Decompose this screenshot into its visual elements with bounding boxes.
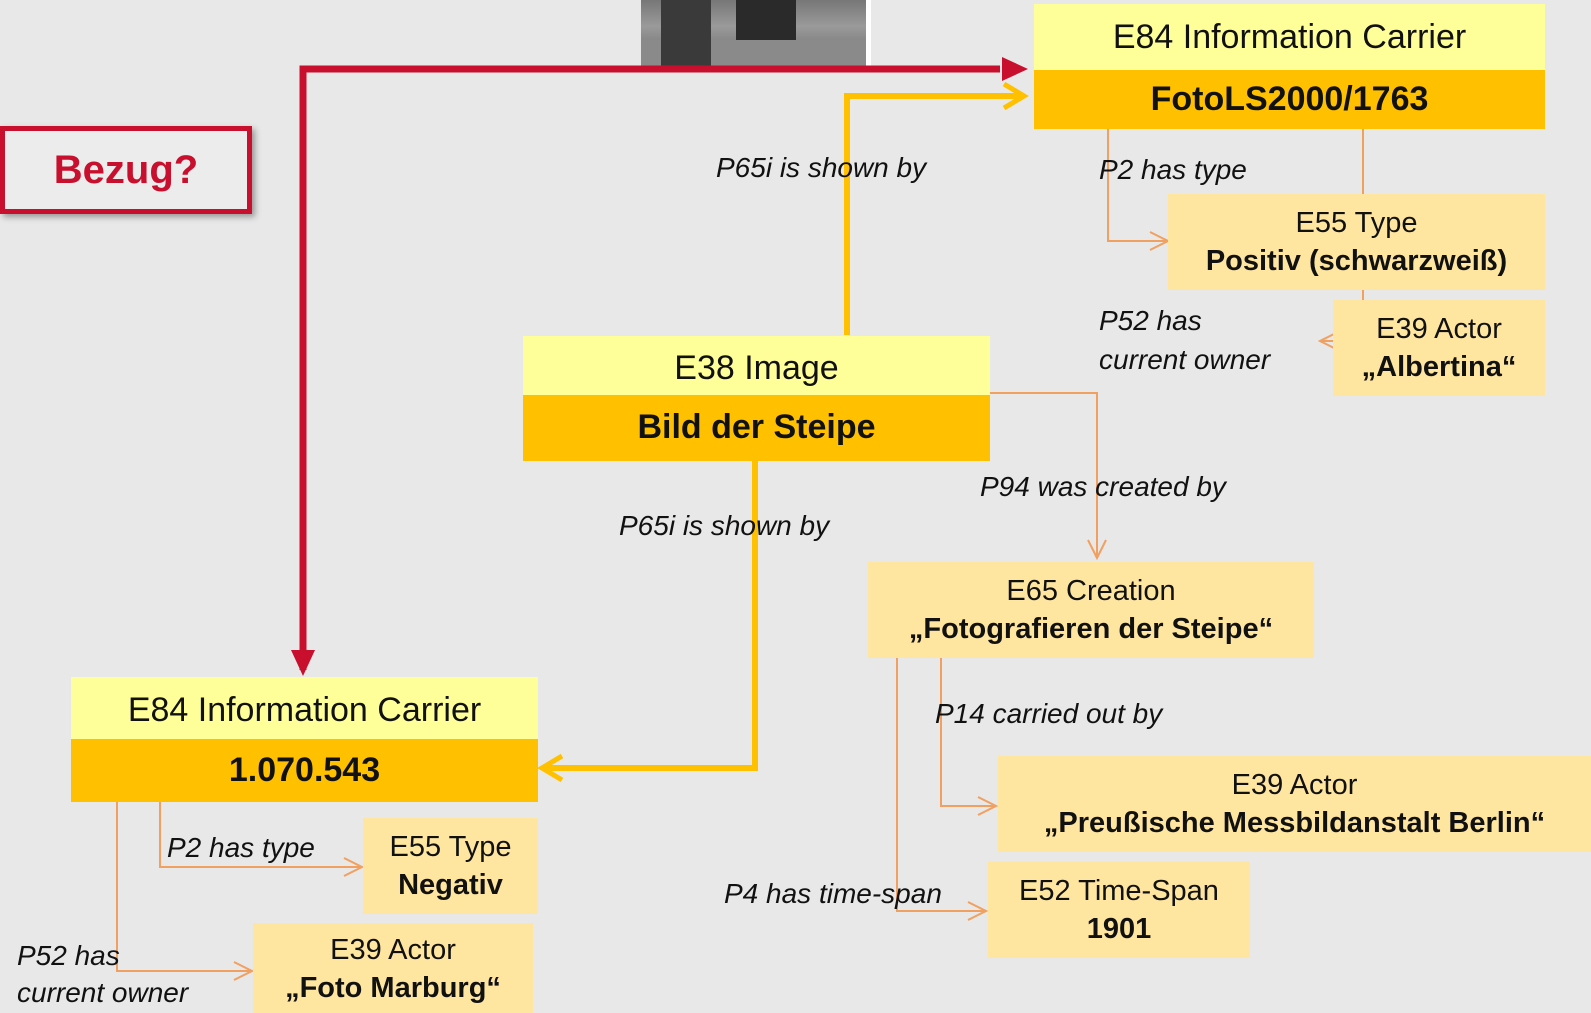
- p65i-top-line: [844, 93, 1020, 335]
- bottom-type-class: E55 Type: [389, 831, 512, 863]
- creation-value: „Fotografieren der Steipe“: [908, 613, 1274, 645]
- top-actor-node: E39 Actor „Albertina“: [1333, 300, 1545, 396]
- prop-p4: P4 has time-span: [724, 878, 942, 909]
- p65i-bottom-line: [545, 460, 758, 771]
- image-value: Bild der Steipe: [523, 395, 990, 461]
- prop-p14: P14 carried out by: [935, 698, 1163, 729]
- image-class: E38 Image: [523, 336, 990, 395]
- creation-node: E65 Creation „Fotografieren der Steipe“: [868, 562, 1314, 658]
- prop-p52-bottom-1: P52 has: [17, 940, 120, 971]
- bottom-actor-class: E39 Actor: [330, 934, 456, 966]
- timespan-class: E52 Time-Span: [1019, 875, 1219, 907]
- creation-actor-node: E39 Actor „Preußische Messbildanstalt Be…: [998, 756, 1591, 852]
- top-actor-value: „Albertina“: [1361, 351, 1517, 383]
- creation-class: E65 Creation: [1006, 575, 1176, 607]
- carrier-bottom-value: 1.070.543: [71, 739, 538, 802]
- creation-actor-class: E39 Actor: [1231, 769, 1358, 801]
- carrier-top-value: FotoLS2000/1763: [1034, 70, 1545, 129]
- p94-line: [990, 392, 1097, 558]
- p2-bottom-line: [159, 800, 362, 867]
- creation-actor-value: „Preußische Messbildanstalt Berlin“: [1043, 807, 1546, 839]
- bottom-type-value: Negativ: [398, 869, 503, 901]
- p4-line: [896, 651, 986, 911]
- prop-p2-bottom: P2 has type: [167, 832, 315, 863]
- top-type-value: Positiv (schwarzweiß): [1205, 245, 1508, 277]
- bottom-type-node: E55 Type Negativ: [363, 818, 538, 914]
- bezug-arrow-horizontal: [299, 65, 1000, 670]
- prop-p65i-top: P65i is shown by: [716, 152, 927, 183]
- bezug-arrowhead-right: [1002, 57, 1028, 81]
- top-actor-class: E39 Actor: [1376, 313, 1502, 345]
- bottom-actor-node: E39 Actor „Foto Marburg“: [253, 923, 533, 1013]
- prop-p2-top: P2 has type: [1099, 154, 1247, 185]
- bottom-actor-value: „Foto Marburg“: [285, 972, 501, 1004]
- p52-bottom-line: [116, 800, 252, 971]
- bezug-arrowhead-down: [291, 650, 315, 676]
- timespan-value: 1901: [1086, 913, 1152, 945]
- timespan-node: E52 Time-Span 1901: [988, 862, 1250, 958]
- bezug-label: Bezug?: [0, 126, 252, 214]
- prop-p94: P94 was created by: [980, 471, 1226, 502]
- top-type-node: E55 Type Positiv (schwarzweiß): [1168, 194, 1545, 290]
- p14-line: [940, 651, 996, 806]
- prop-p52-top-2: current owner: [1099, 344, 1271, 375]
- photo-thumbnail: [641, 0, 871, 66]
- prop-p52-top-1: P52 has: [1099, 305, 1202, 336]
- top-type-class: E55 Type: [1295, 207, 1418, 239]
- carrier-top-class: E84 Information Carrier: [1034, 4, 1545, 70]
- carrier-bottom-class: E84 Information Carrier: [71, 677, 538, 739]
- prop-p52-bottom-2: current owner: [17, 977, 189, 1008]
- prop-p65i-bottom: P65i is shown by: [619, 510, 830, 541]
